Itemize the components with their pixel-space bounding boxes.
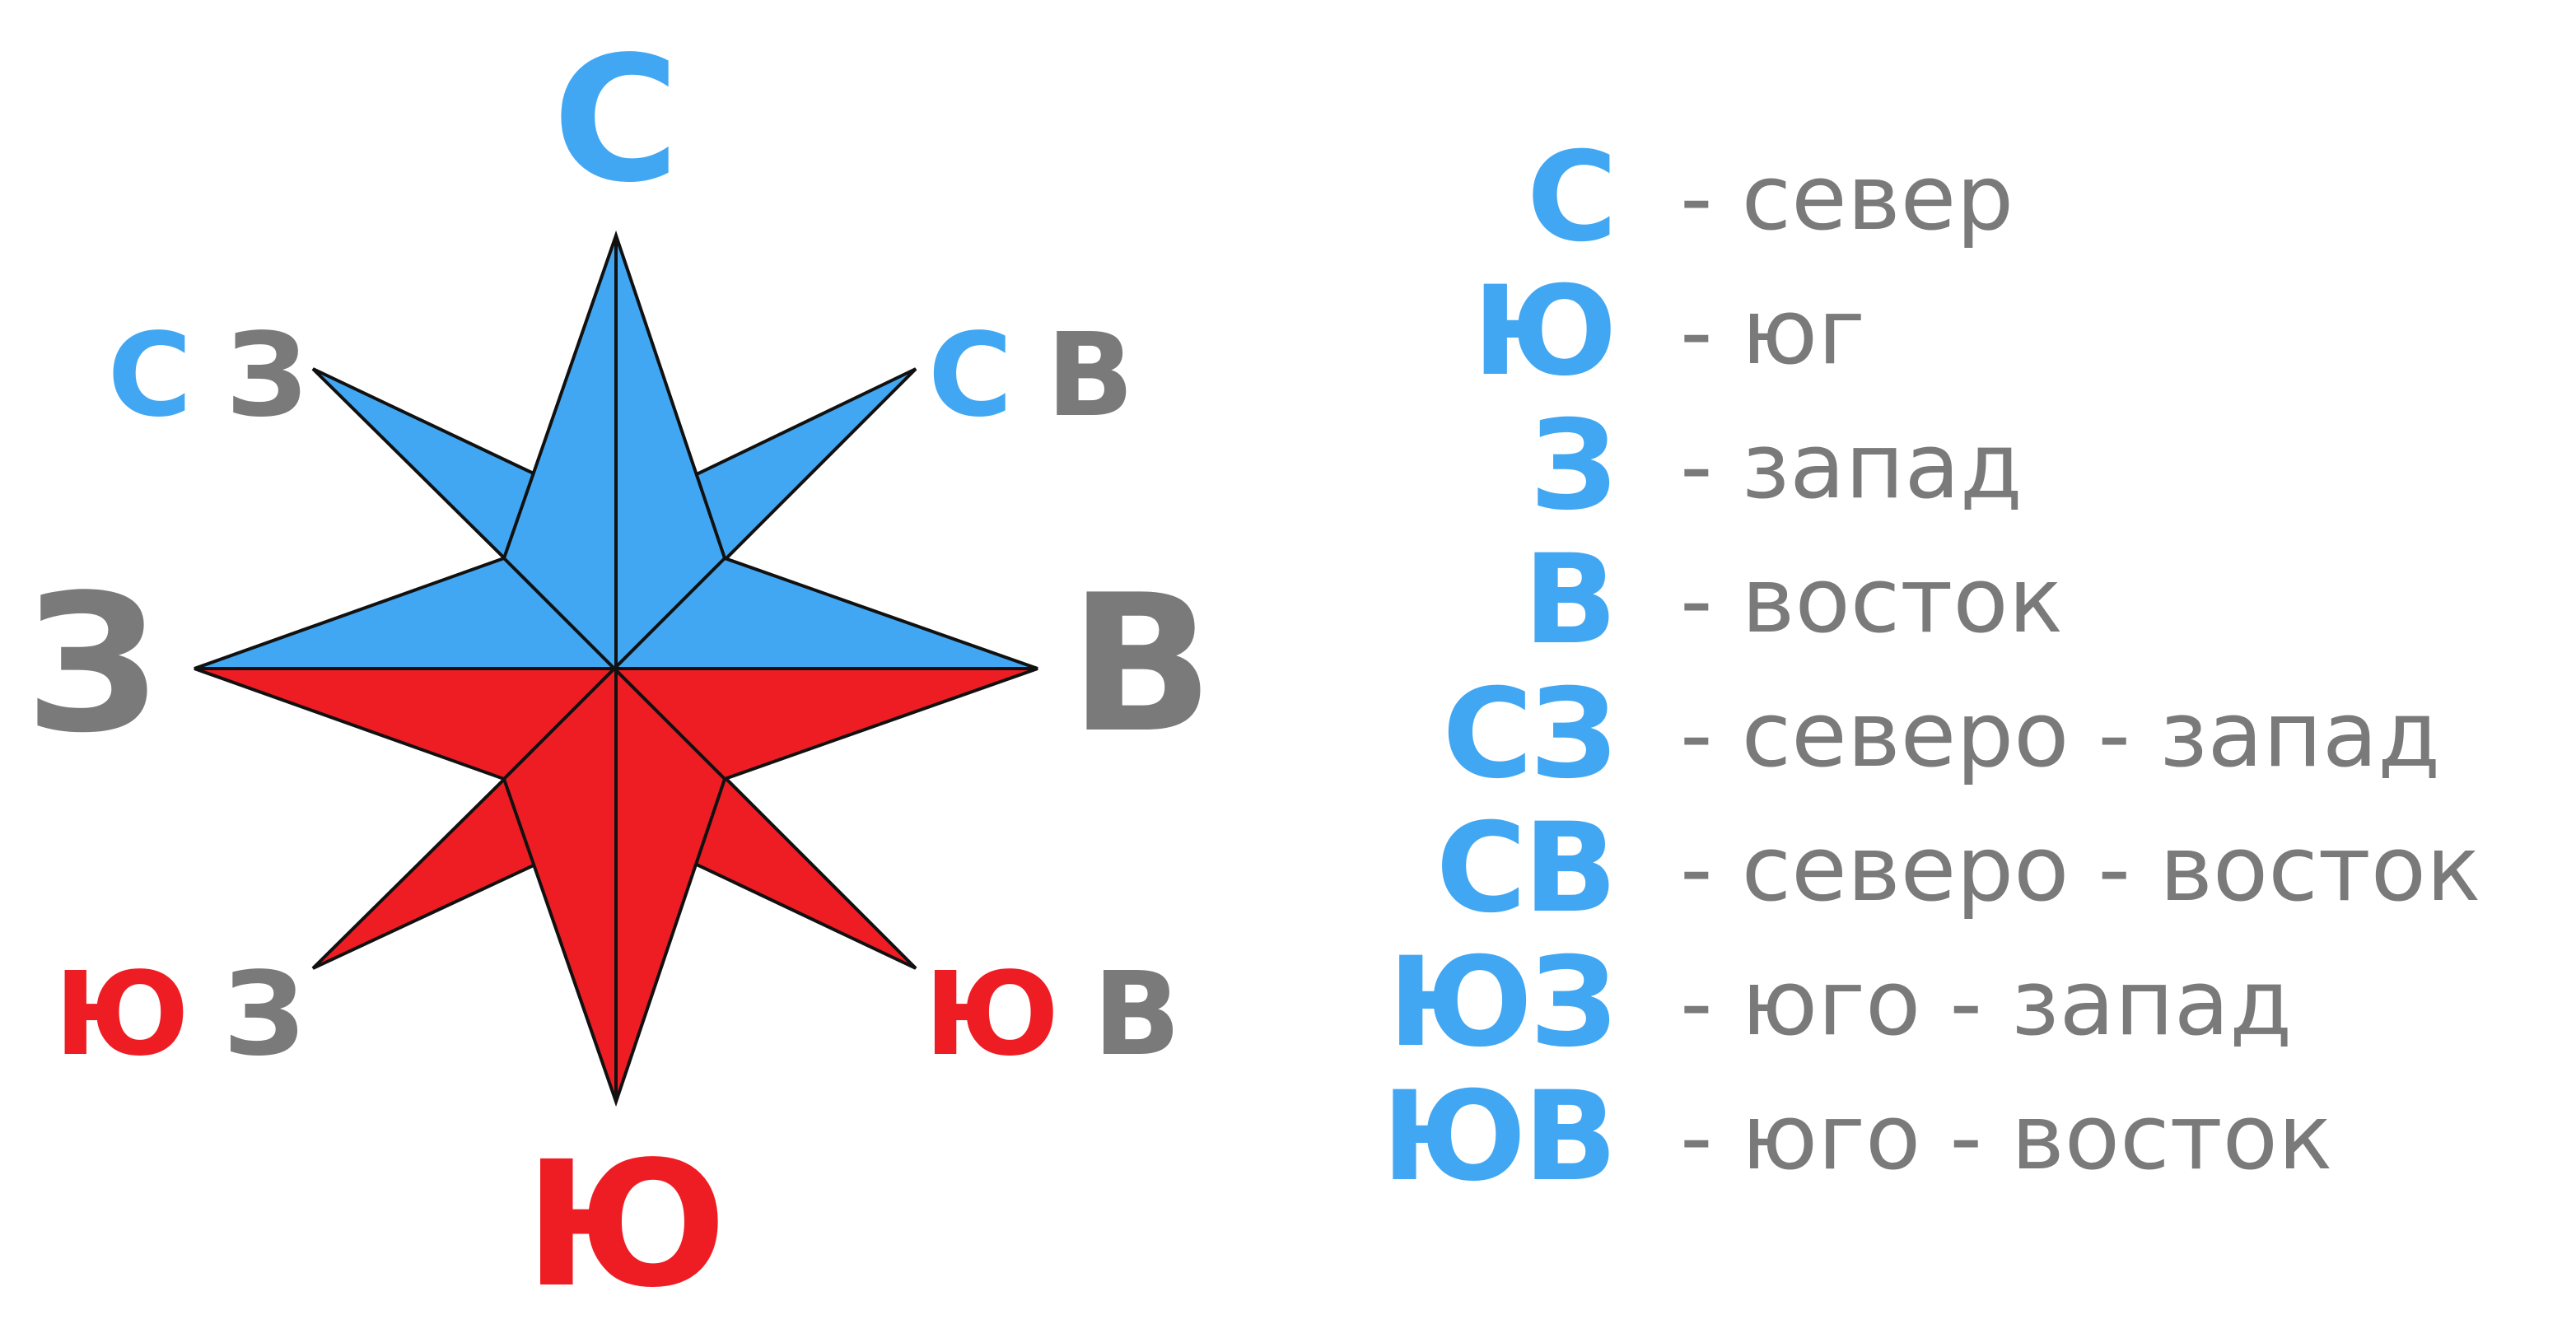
label-northeast-text: С: [928, 309, 1010, 443]
label-southwest-suffix: З: [223, 948, 301, 1082]
label-northeast-suffix: В: [1046, 309, 1131, 443]
label-southeast-suffix: В: [1093, 948, 1178, 1082]
legend-row: СЗ - северо - запад: [1367, 667, 2569, 801]
label-northwest-suffix: З: [226, 309, 304, 443]
legend-meaning: - юго - восток: [1680, 1084, 2333, 1190]
label-southwest: Ю З: [54, 948, 302, 1082]
legend: С - север Ю - юг З - запад В - восток СЗ…: [1367, 130, 2569, 1204]
label-southwest-text: Ю: [54, 948, 186, 1082]
label-northwest: С З: [108, 309, 305, 443]
legend-row: ЮВ - юго - восток: [1367, 1070, 2569, 1204]
label-west: З: [25, 555, 159, 775]
legend-abbr: З: [1529, 394, 1617, 538]
label-east: В: [1069, 555, 1213, 775]
legend-abbr: СВ: [1435, 796, 1617, 940]
legend-meaning: - северо - восток: [1680, 815, 2481, 921]
legend-abbr: Ю: [1472, 259, 1617, 403]
label-south: Ю: [525, 1124, 728, 1324]
legend-meaning: - юго - запад: [1680, 949, 2293, 1056]
legend-abbr: СЗ: [1442, 662, 1617, 806]
legend-abbr: ЮВ: [1381, 1065, 1617, 1209]
label-southeast-text: Ю: [924, 948, 1056, 1082]
legend-meaning: - юг: [1680, 278, 1866, 385]
legend-row: ЮЗ - юго - запад: [1367, 935, 2569, 1070]
label-northwest-text: С: [108, 309, 189, 443]
legend-abbr: ЮЗ: [1388, 930, 1617, 1075]
legend-row: С - север: [1367, 130, 2569, 264]
legend-row: З - запад: [1367, 399, 2569, 533]
legend-row: СВ - северо - восток: [1367, 801, 2569, 935]
rose-inner-lines: [194, 235, 1038, 1102]
legend-abbr: В: [1523, 528, 1617, 672]
label-northeast: С В: [928, 309, 1131, 443]
legend-row: Ю - юг: [1367, 264, 2569, 399]
legend-meaning: - запад: [1680, 413, 2023, 519]
legend-meaning: - северо - запад: [1680, 681, 2441, 787]
legend-meaning: - восток: [1680, 547, 2064, 653]
label-southeast: Ю В: [924, 948, 1178, 1082]
legend-abbr: С: [1526, 125, 1617, 269]
legend-meaning: - север: [1680, 144, 2014, 250]
rose-star: [194, 230, 1038, 1107]
rose-labels: С Ю З В С З С В Ю З Ю В: [25, 19, 1213, 1324]
label-north: С: [553, 19, 679, 221]
legend-row: В - восток: [1367, 533, 2569, 667]
